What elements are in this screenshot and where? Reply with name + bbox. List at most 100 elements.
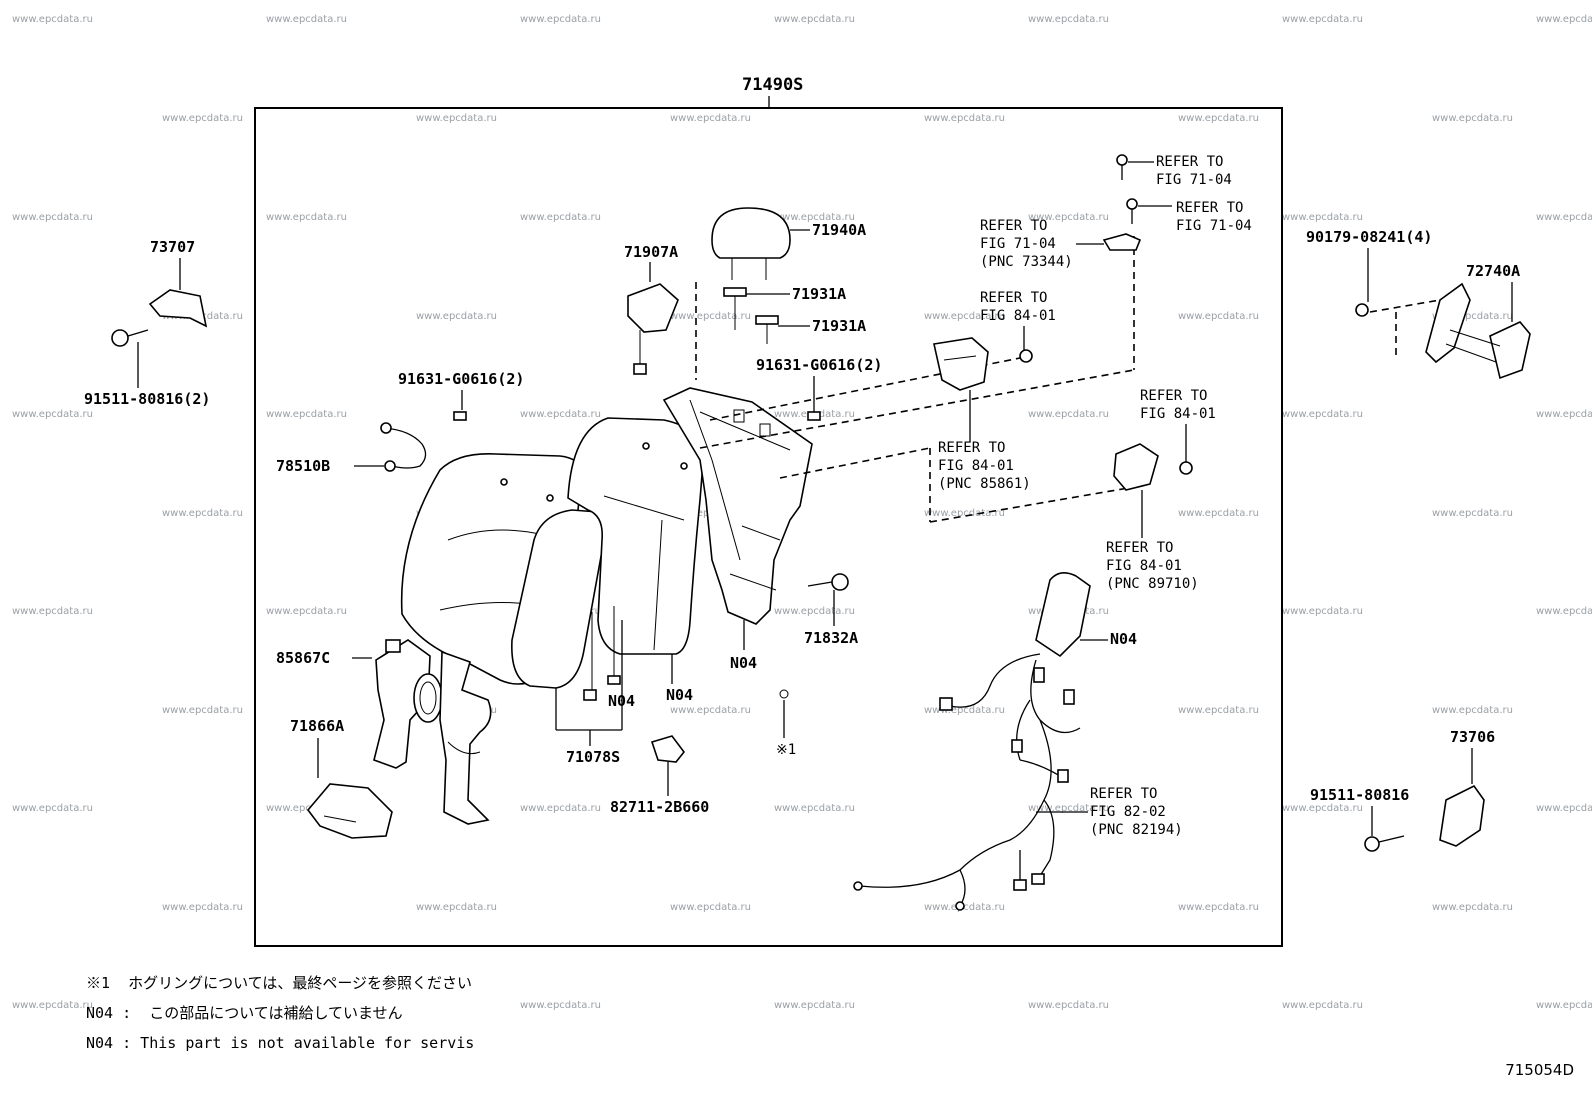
- headrest: [711, 207, 810, 280]
- part-label-71931A: 71931A: [792, 285, 846, 303]
- refer-note: REFER TO FIG 84-01 (PNC 85861): [938, 440, 1031, 492]
- part-label-72740A: 72740A: [1466, 262, 1520, 280]
- part-label-71931A: 71931A: [812, 317, 866, 335]
- button-71832A: [831, 573, 849, 591]
- n04-label: N04: [730, 654, 757, 672]
- leader-line: [807, 581, 833, 587]
- headrest-support: [723, 287, 810, 344]
- bracket-73707: [111, 289, 208, 347]
- n04-label: N04: [1110, 630, 1137, 648]
- trim-cover-71866A: [306, 783, 393, 839]
- watermark: www.epcdata.ru: [12, 1000, 93, 1011]
- watermark: www.epcdata.ru: [416, 902, 497, 913]
- nut-icon: [1019, 349, 1033, 363]
- refer-note: REFER TO FIG 84-01 (PNC 89710): [1106, 540, 1199, 592]
- watermark: www.epcdata.ru: [162, 902, 243, 913]
- watermark: www.epcdata.ru: [774, 606, 855, 617]
- bracket-73706: [1439, 784, 1485, 847]
- watermark: www.epcdata.ru: [1282, 212, 1363, 223]
- part-label-82711: 82711-2B660: [610, 798, 709, 816]
- watermark: www.epcdata.ru: [1028, 212, 1109, 223]
- watermark: www.epcdata.ru: [1536, 409, 1592, 420]
- latch-assembly: [627, 283, 679, 375]
- dashed-line: [779, 447, 931, 479]
- watermark: www.epcdata.ru: [266, 606, 347, 617]
- hog-ring-mark: ※1: [776, 742, 796, 758]
- part-label-91631-left: 91631-G0616(2): [398, 370, 524, 388]
- dashed-line: [699, 369, 1135, 449]
- clip-icon: [807, 411, 821, 421]
- watermark: www.epcdata.ru: [774, 1000, 855, 1011]
- part-label-71907A: 71907A: [624, 243, 678, 261]
- cable-78510B: [354, 422, 427, 472]
- n04-label: N04: [666, 686, 693, 704]
- watermark: www.epcdata.ru: [1536, 606, 1592, 617]
- dashed-line: [709, 357, 1021, 421]
- watermark: www.epcdata.ru: [774, 803, 855, 814]
- watermark: www.epcdata.ru: [1028, 14, 1109, 25]
- watermark: www.epcdata.ru: [162, 705, 243, 716]
- nut-icon: [1355, 303, 1369, 317]
- watermark: www.epcdata.ru: [774, 212, 855, 223]
- bolt-icon: [1364, 836, 1380, 852]
- recliner-bracket: [373, 639, 492, 825]
- watermark: www.epcdata.ru: [924, 113, 1005, 124]
- watermark: www.epcdata.ru: [670, 902, 751, 913]
- wire-harness: [853, 653, 1081, 911]
- watermark: www.epcdata.ru: [1536, 1000, 1592, 1011]
- part-label-71832A: 71832A: [804, 629, 858, 647]
- clip-icon: [453, 411, 467, 421]
- watermark: www.epcdata.ru: [1432, 705, 1513, 716]
- refer-note: REFER TO FIG 84-01: [1140, 388, 1216, 422]
- watermark: www.epcdata.ru: [266, 14, 347, 25]
- watermark: www.epcdata.ru: [1432, 508, 1513, 519]
- watermark: www.epcdata.ru: [416, 311, 497, 322]
- watermark: www.epcdata.ru: [1432, 902, 1513, 913]
- watermark: www.epcdata.ru: [670, 311, 751, 322]
- refer-note: REFER TO FIG 82-02 (PNC 82194): [1090, 786, 1183, 838]
- bolt-icon: [1116, 154, 1138, 224]
- n04-label: N04: [608, 692, 635, 710]
- note-n04-en: N04 : This part is not available for ser…: [86, 1034, 475, 1052]
- part-label-91511-80816: 91511-80816: [1310, 786, 1409, 804]
- seatback-cover: [511, 417, 705, 701]
- watermark: www.epcdata.ru: [12, 803, 93, 814]
- watermark: www.epcdata.ru: [266, 409, 347, 420]
- watermark: www.epcdata.ru: [924, 508, 1005, 519]
- watermark: www.epcdata.ru: [670, 113, 751, 124]
- watermark: www.epcdata.ru: [1028, 409, 1109, 420]
- part-label-85867C: 85867C: [276, 649, 330, 667]
- part-label-71078S: 71078S: [566, 748, 620, 766]
- watermark: www.epcdata.ru: [416, 113, 497, 124]
- watermark: www.epcdata.ru: [12, 409, 93, 420]
- watermark-grid: www.epcdata.ru www.epcdata.ru www.epcdat…: [12, 14, 1592, 1011]
- watermark: www.epcdata.ru: [266, 212, 347, 223]
- leader-line: [1378, 835, 1405, 843]
- watermark: www.epcdata.ru: [520, 212, 601, 223]
- part-label-78510B: 78510B: [276, 457, 330, 475]
- refer-note: REFER TO FIG 84-01: [980, 290, 1056, 324]
- watermark: www.epcdata.ru: [520, 14, 601, 25]
- watermark: www.epcdata.ru: [1432, 311, 1513, 322]
- recliner-72740A: [1425, 282, 1531, 380]
- watermark: www.epcdata.ru: [1282, 606, 1363, 617]
- part-label-73707: 73707: [150, 238, 195, 256]
- sensor-module: [933, 337, 989, 391]
- watermark: www.epcdata.ru: [520, 409, 601, 420]
- figure-id: 715054D: [1505, 1061, 1574, 1079]
- watermark: www.epcdata.ru: [1536, 14, 1592, 25]
- watermark: www.epcdata.ru: [12, 14, 93, 25]
- watermark: www.epcdata.ru: [1178, 311, 1259, 322]
- plate-73344: [1102, 233, 1142, 251]
- side-airbag-module: [1035, 572, 1091, 658]
- part-label-71866A: 71866A: [290, 717, 344, 735]
- watermark: www.epcdata.ru: [670, 705, 751, 716]
- watermark: www.epcdata.ru: [1178, 902, 1259, 913]
- watermark: www.epcdata.ru: [1178, 508, 1259, 519]
- clamp-82711: [650, 735, 686, 763]
- dashed-line: [1369, 299, 1441, 313]
- watermark: www.epcdata.ru: [162, 113, 243, 124]
- watermark: www.epcdata.ru: [1282, 1000, 1363, 1011]
